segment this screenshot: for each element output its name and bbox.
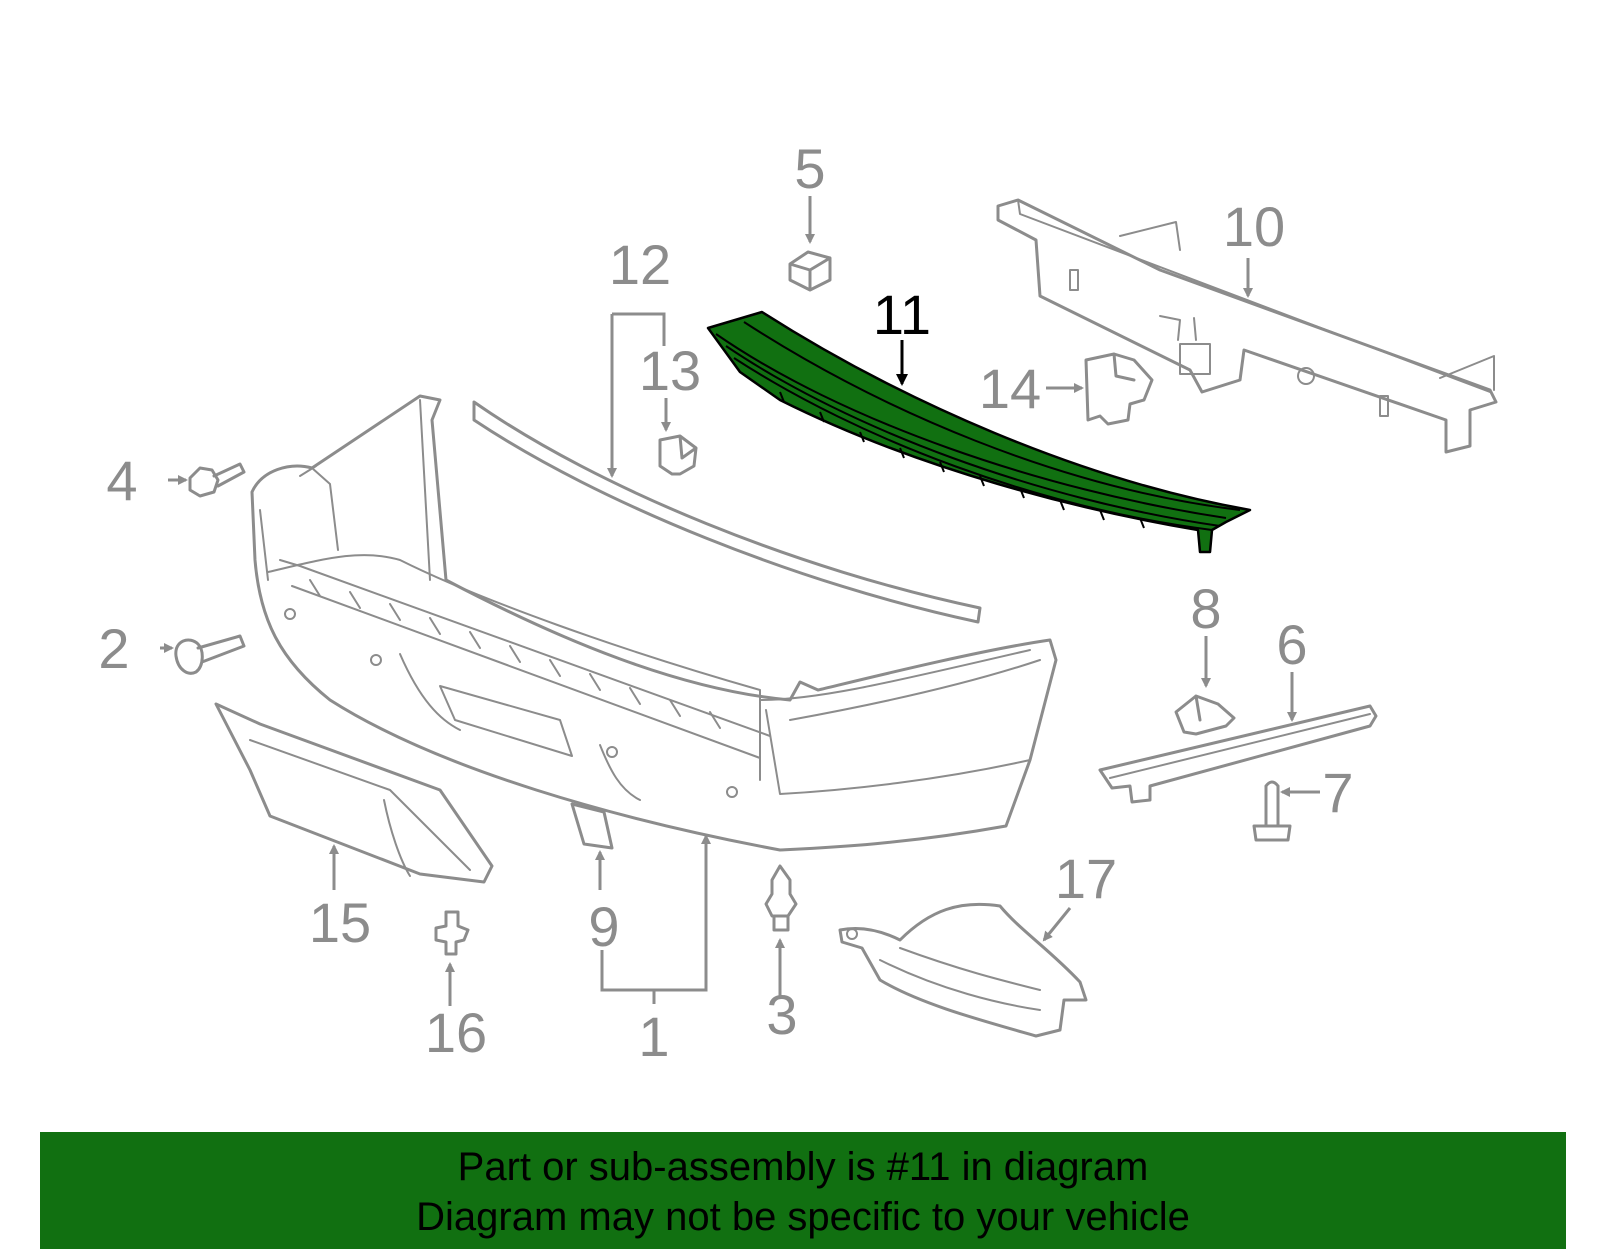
- impact-bar: [996, 198, 1498, 454]
- callout-8: 8: [1190, 577, 1221, 640]
- callout-7: 7: [1322, 761, 1353, 824]
- clip-5: [788, 250, 832, 292]
- exhaust-trim: [838, 902, 1088, 1038]
- clip-9: [570, 802, 614, 850]
- clip-13: [658, 434, 698, 476]
- callout-labels: 1 2 3 4 5 6 7 8 9 10 11 12 13 14 15 16 1…: [98, 137, 1353, 1068]
- callout-11: 11: [873, 283, 931, 346]
- pushpin-3: [764, 864, 798, 932]
- callout-15: 15: [309, 891, 371, 954]
- callout-17: 17: [1055, 847, 1117, 910]
- callout-12: 12: [609, 233, 671, 296]
- callout-1: 1: [638, 1005, 669, 1068]
- callout-6: 6: [1276, 613, 1307, 676]
- retainer-8: [1174, 694, 1236, 736]
- lower-valance: [214, 702, 494, 884]
- callout-10: 10: [1223, 195, 1285, 258]
- banner-line-2: Diagram may not be specific to your vehi…: [416, 1195, 1190, 1239]
- bolt-2: [174, 634, 246, 675]
- banner-line-1: Part or sub-assembly is #11 in diagram: [457, 1145, 1149, 1189]
- bracket-14: [1084, 352, 1154, 426]
- callout-5: 5: [794, 137, 825, 200]
- callout-2: 2: [98, 617, 129, 680]
- energy-absorber-highlighted: [706, 310, 1252, 554]
- callout-16: 16: [425, 1001, 487, 1064]
- lower-absorber-strip: [1098, 704, 1378, 804]
- bumper-cover: [250, 394, 1058, 852]
- upper-trim-strip: [472, 400, 982, 624]
- bolt-4: [188, 462, 246, 498]
- callout-13: 13: [639, 339, 701, 402]
- callout-14: 14: [979, 357, 1041, 420]
- callout-4: 4: [106, 449, 137, 512]
- callout-9: 9: [588, 895, 619, 958]
- info-banner: Part or sub-assembly is #11 in diagram D…: [40, 1132, 1566, 1249]
- pushpin-7: [1252, 780, 1292, 842]
- callout-3: 3: [766, 983, 797, 1046]
- leader-lines: [160, 196, 1320, 1006]
- pushpin-16: [434, 910, 470, 956]
